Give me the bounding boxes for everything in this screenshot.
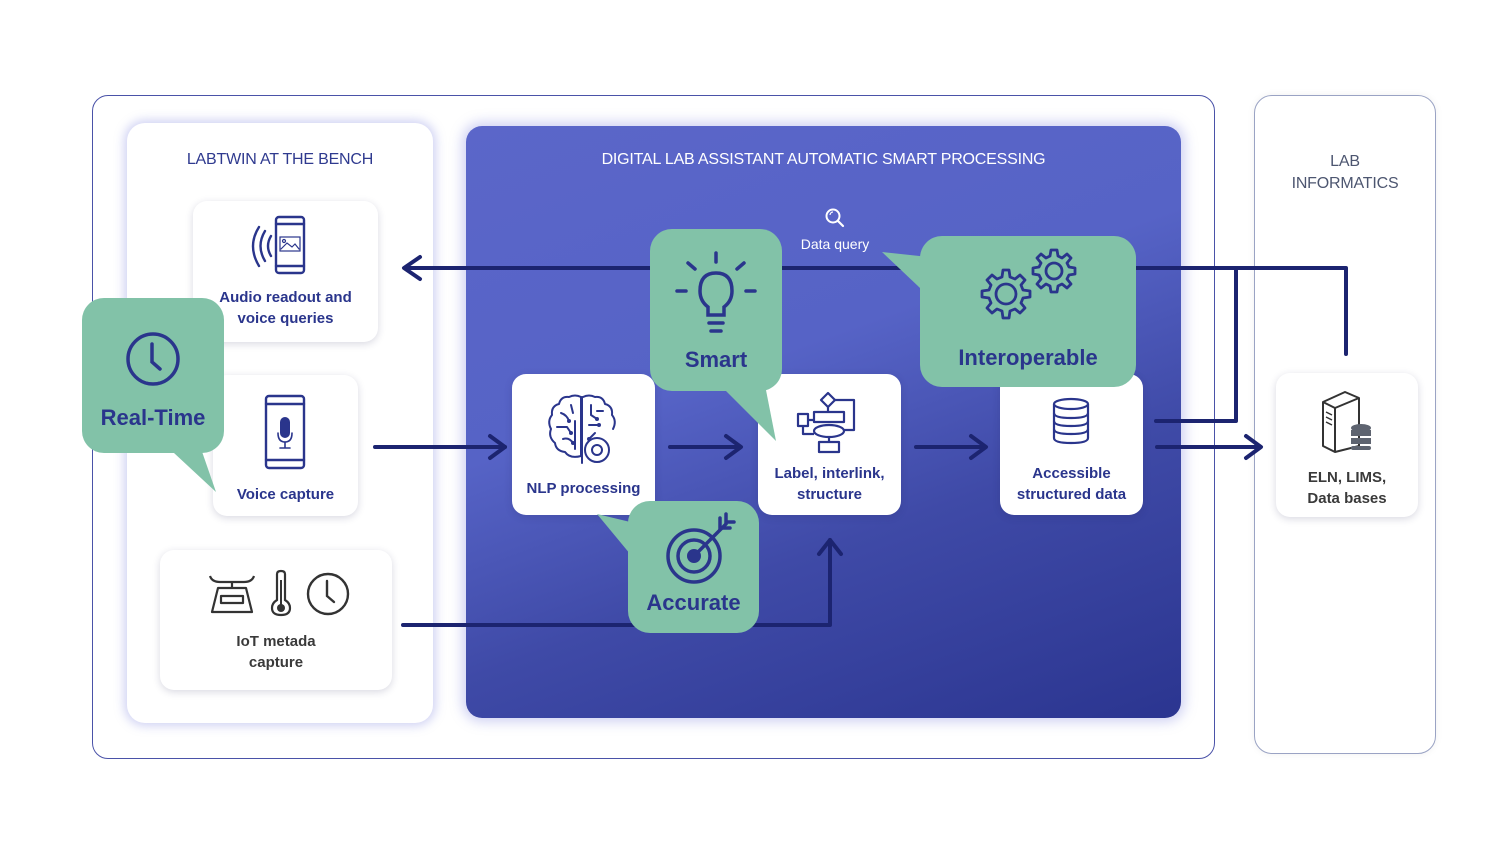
accessible-data-card: Accessible structured data [1000,374,1143,515]
label-interlink-line2: structure [796,486,863,503]
target-arrow-icon [666,512,736,584]
search-icon [825,208,845,228]
label-interlink-label: Label, interlink, structure [758,463,901,505]
voice-capture-card: Voice capture [213,375,358,516]
accessible-data-label: Accessible structured data [1000,463,1143,505]
bench-panel-title: LABTWIN AT THE BENCH [186,151,374,168]
phone-sound-icon [251,215,306,275]
smart-label: Smart [684,347,748,372]
iot-metadata-line2: capture [248,654,304,671]
thermometer-icon [270,569,292,617]
clock-icon [126,332,180,386]
smart-bubble: Smart [650,229,782,391]
label-interlink-line1: Label, interlink, [774,465,885,482]
label-interlink-card: Label, interlink, structure [758,374,901,515]
accurate-bubble: Accurate [628,501,759,633]
nlp-processing-card: NLP processing [512,374,655,515]
smart-bubble-tail [720,385,776,441]
informatics-panel-title: LAB INFORMATICS [1254,151,1436,195]
accessible-data-line2: structured data [1016,486,1127,503]
flowchart-icon [796,391,856,454]
server-database-icon [1322,391,1371,453]
eln-lims-label: ELN, LIMS, Data bases [1276,467,1418,509]
audio-readout-line2: voice queries [237,310,334,327]
audio-readout-line1: Audio readout and [219,289,352,306]
brain-gear-icon [548,394,616,464]
eln-lims-line2: Data bases [1307,490,1387,507]
informatics-title-line1: LAB [1330,153,1360,170]
eln-lims-card: ELN, LIMS, Data bases [1276,373,1418,517]
eln-lims-line1: ELN, LIMS, [1307,469,1387,486]
phone-microphone-icon [264,394,306,470]
data-query-label: Data query [800,236,870,252]
informatics-title-line2: INFORMATICS [1291,175,1399,192]
voice-capture-label: Voice capture [236,486,335,503]
interoperable-bubble: Interoperable [920,236,1136,387]
clock-icon [306,572,350,616]
iot-metadata-label: IoT metada capture [160,631,392,673]
scale-icon [208,575,256,614]
iot-metadata-line1: IoT metada [236,633,316,650]
accurate-label: Accurate [646,590,741,615]
accessible-data-line1: Accessible [1032,465,1111,482]
processing-panel-title: DIGITAL LAB ASSISTANT AUTOMATIC SMART PR… [601,151,1046,168]
gears-icon [980,248,1077,320]
database-icon [1052,397,1090,445]
realtime-bubble-tail [160,440,216,492]
realtime-label: Real-Time [100,405,206,430]
nlp-processing-label: NLP processing [526,480,641,497]
audio-readout-label: Audio readout and voice queries [193,287,378,329]
realtime-bubble: Real-Time [82,298,224,453]
iot-metadata-card: IoT metada capture [160,550,392,690]
lightbulb-icon [675,251,757,333]
interoperable-label: Interoperable [958,345,1098,370]
